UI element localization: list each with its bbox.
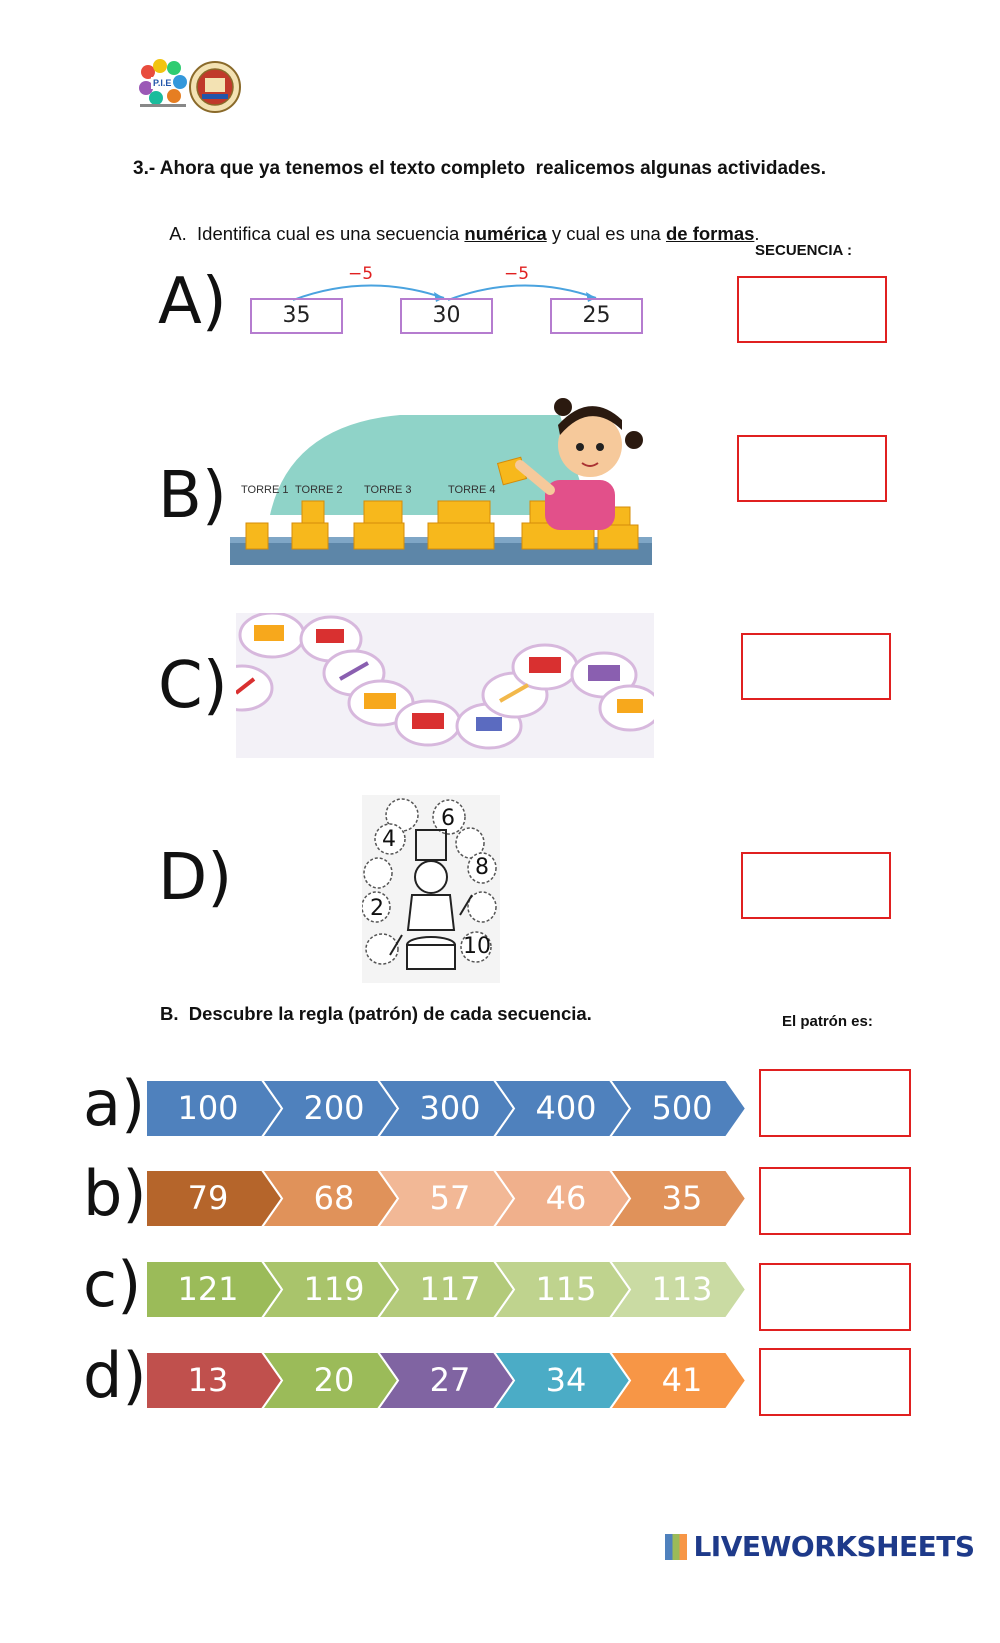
drummer-number: 4: [382, 827, 396, 852]
pie-logo-text: P.I.E: [153, 78, 172, 88]
chevron-segment: [378, 1352, 514, 1409]
sequence-term: 41: [661, 1361, 703, 1399]
pattern-box-c[interactable]: [759, 1263, 911, 1331]
chevron-segment: [378, 1261, 514, 1318]
chevron-segment: [494, 1261, 630, 1318]
chevron-segment: [262, 1261, 398, 1318]
sequence-term: 200: [303, 1089, 365, 1127]
step-label-2: −5: [504, 264, 530, 284]
pattern-box-d[interactable]: [759, 1348, 911, 1416]
sequence-term: 117: [419, 1270, 481, 1308]
chevron-segment: [610, 1170, 746, 1227]
chevron-segment: [494, 1080, 630, 1137]
brand-name: LIVEWORKSHEETS: [693, 1530, 975, 1563]
sequence-term: 35: [661, 1179, 703, 1217]
sequence-term: 27: [429, 1361, 471, 1399]
chevron-segment: [610, 1080, 746, 1137]
chevron-segment: [146, 1080, 282, 1137]
sequence-value-box: 35: [250, 298, 343, 334]
pie-logo: P.I.E: [138, 58, 188, 110]
row-letter-c: c): [83, 1248, 142, 1321]
sequence-value-box: 25: [550, 298, 643, 334]
drummer-number: 6: [441, 806, 455, 831]
answer-box-c[interactable]: [741, 633, 891, 700]
liveworksheets-logo: LIVEWORKSHEETS: [665, 1530, 975, 1564]
tower-label: TORRE 2: [295, 484, 343, 496]
school-seal: [188, 58, 242, 116]
row-letter-a: a): [83, 1067, 146, 1140]
chevron-row-d: 13 20 27 34 41: [146, 1352, 746, 1409]
answer-box-d[interactable]: [741, 852, 891, 919]
item-letter-b: B): [158, 459, 227, 533]
chevron-segment: [146, 1261, 282, 1318]
tower-label: TORRE 1: [241, 484, 289, 496]
drummer-image: 4 6 8 2 10: [362, 795, 500, 983]
sequence-term: 500: [651, 1089, 713, 1127]
chevron-segment: [262, 1170, 398, 1227]
sequence-term: 13: [187, 1361, 229, 1399]
drummer-number: 2: [370, 896, 384, 921]
answer-box-a[interactable]: [737, 276, 887, 343]
chevron-row-a: 100 200 300 400 500: [146, 1080, 746, 1137]
part-b-heading: B. Descubre la regla (patrón) de cada se…: [160, 1003, 592, 1024]
row-letter-b: b): [83, 1157, 147, 1230]
sequence-term: 46: [545, 1179, 587, 1217]
tower-label: TORRE 3: [364, 484, 412, 496]
part-a-prefix: A. Identifica cual es una secuencia: [169, 223, 465, 244]
sequence-term: 20: [313, 1361, 355, 1399]
pattern-box-b[interactable]: [759, 1167, 911, 1235]
drummer-number: 8: [475, 855, 489, 880]
sequence-term: 115: [535, 1270, 597, 1308]
sequence-term: 113: [651, 1270, 713, 1308]
step-label-1: −5: [348, 264, 374, 284]
item-letter-a: A): [158, 265, 227, 339]
sequence-term: 100: [177, 1089, 239, 1127]
part-a-word-shapes: de formas: [665, 223, 755, 244]
pattern-box-a[interactable]: [759, 1069, 911, 1137]
chevron-segment: [262, 1080, 398, 1137]
part-a-suffix: .: [754, 223, 760, 244]
objects-pattern-image: [236, 613, 654, 758]
sequence-term: 121: [177, 1270, 239, 1308]
tower-label: TORRE 4: [448, 484, 496, 496]
sequence-term: 57: [429, 1179, 471, 1217]
part-a-instruction: A. Identifica cual es una secuencia numé…: [160, 201, 760, 245]
chevron-row-b: 79 68 57 46 35: [146, 1170, 746, 1227]
pattern-column-label: El patrón es:: [782, 1013, 873, 1030]
part-a-word-numeric: numérica: [464, 223, 547, 244]
row-letter-d: d): [83, 1339, 147, 1412]
sequence-term: 68: [313, 1179, 355, 1217]
chevron-segment: [146, 1352, 282, 1409]
sequence-value-box: 30: [400, 298, 493, 334]
activity-heading: 3.- Ahora que ya tenemos el texto comple…: [133, 158, 827, 179]
chevron-segment: [262, 1352, 398, 1409]
chevron-row-c: 121 119 117 115 113: [146, 1261, 746, 1318]
chevron-segment: [494, 1170, 630, 1227]
sequence-term: 119: [303, 1270, 365, 1308]
chevron-segment: [610, 1261, 746, 1318]
chevron-segment: [146, 1170, 282, 1227]
sequence-term: 400: [535, 1089, 597, 1127]
sequence-term: 79: [187, 1179, 229, 1217]
sequence-a-figure: −5 −5 35 30 25: [248, 262, 648, 342]
brand-icon: [665, 1533, 687, 1560]
drummer-number: 10: [463, 934, 491, 959]
sequence-term: 34: [545, 1361, 587, 1399]
chevron-segment: [378, 1080, 514, 1137]
chevron-segment: [610, 1352, 746, 1409]
chevron-segment: [378, 1170, 514, 1227]
sequence-column-label: SECUENCIA :: [755, 242, 852, 259]
towers-image: TORRE 1 TORRE 2 TORRE 3 TORRE 4: [230, 385, 655, 570]
chevron-segment: [494, 1352, 630, 1409]
answer-box-b[interactable]: [737, 435, 887, 502]
item-letter-d: D): [158, 841, 233, 915]
item-letter-c: C): [158, 649, 228, 723]
part-a-middle: y cual es una: [546, 223, 666, 244]
sequence-term: 300: [419, 1089, 481, 1127]
